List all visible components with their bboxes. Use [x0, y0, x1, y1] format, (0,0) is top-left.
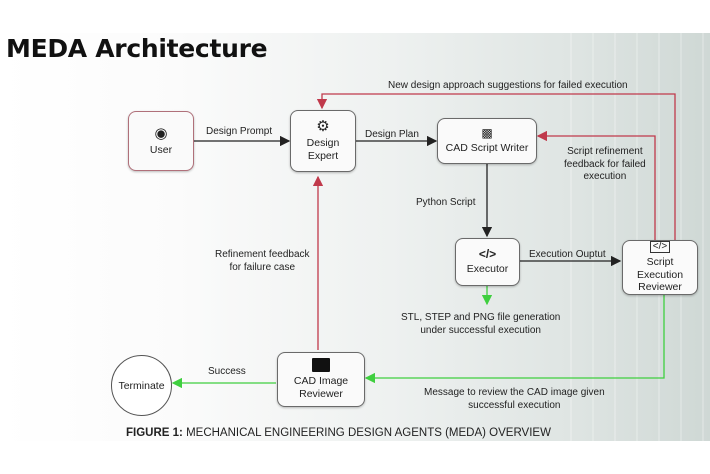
node-design-expert-label-2: Expert	[307, 150, 339, 162]
node-cad-image-reviewer-label-1: CAD Image	[293, 375, 349, 388]
figure-caption: FIGURE 1: MECHANICAL ENGINEERING DESIGN …	[126, 427, 551, 439]
label-refinement-feedback: Refinement feedback for failure case	[215, 249, 310, 274]
node-executor[interactable]: </> Executor	[455, 238, 520, 286]
node-cad-script-writer-label: CAD Script Writer	[445, 142, 529, 155]
node-script-execution-reviewer-label-1: Script Execution	[636, 256, 684, 281]
edge-script-refinement	[536, 130, 656, 240]
label-file-generation: STL, STEP and PNG file generation under …	[401, 312, 560, 337]
node-design-expert-label-1: Design	[306, 137, 340, 150]
node-cad-script-writer[interactable]: ▩ CAD Script Writer	[437, 118, 537, 164]
node-script-execution-reviewer-label-2: Reviewer	[638, 281, 682, 294]
node-terminate-label: Terminate	[118, 379, 165, 392]
label-refinement-feedback-2: for failure case	[229, 261, 296, 273]
label-design-plan: Design Plan	[365, 129, 419, 140]
label-file-generation-1: STL, STEP and PNG file generation	[401, 312, 561, 323]
node-script-execution-reviewer[interactable]: </> Script Execution Reviewer	[622, 240, 698, 295]
label-success: Success	[208, 366, 246, 377]
label-execution-output: Execution Ouptut	[529, 249, 606, 260]
node-user[interactable]: ◉ User	[128, 111, 194, 171]
engineer-gear-icon: ⚙	[316, 118, 330, 136]
image-icon	[312, 358, 330, 373]
label-review-message-2: successful execution	[468, 399, 561, 411]
node-cad-image-reviewer-label-2: Reviewer	[299, 388, 343, 400]
label-review-message: Message to review the CAD image given su…	[424, 387, 605, 412]
label-script-refinement-3: execution	[583, 171, 627, 182]
edge-new-design-approach	[316, 93, 676, 240]
user-globe-icon: ◉	[154, 124, 168, 142]
label-script-refinement-2: feedback for failed	[564, 158, 646, 170]
page-title: MEDA Architecture	[6, 34, 268, 63]
circuit-decoration	[560, 33, 710, 441]
node-terminate[interactable]: Terminate	[111, 355, 172, 416]
node-executor-label: Executor	[466, 263, 509, 276]
label-python-script: Python Script	[416, 197, 476, 208]
label-refinement-feedback-1: Refinement feedback	[215, 249, 310, 260]
label-script-refinement: Script refinement feedback for failed ex…	[564, 146, 646, 184]
robot-icon: ▩	[481, 126, 493, 141]
node-design-expert[interactable]: ⚙ Design Expert	[290, 110, 356, 172]
code-icon: </>	[478, 247, 497, 262]
node-cad-image-reviewer[interactable]: CAD Image Reviewer	[277, 352, 365, 407]
label-design-prompt: Design Prompt	[206, 126, 273, 137]
label-script-refinement-1: Script refinement	[567, 146, 643, 157]
label-review-message-1: Message to review the CAD image given	[424, 387, 605, 398]
node-user-label: User	[149, 143, 173, 156]
caption-text: MECHANICAL ENGINEERING DESIGN AGENTS (ME…	[182, 427, 551, 439]
code-document-icon: </>	[649, 241, 671, 254]
caption-prefix: FIGURE 1:	[126, 427, 183, 439]
label-file-generation-2: under successful execution	[420, 324, 541, 336]
edge-review-message	[364, 295, 665, 384]
label-new-design-approach: New design approach suggestions for fail…	[388, 80, 628, 91]
